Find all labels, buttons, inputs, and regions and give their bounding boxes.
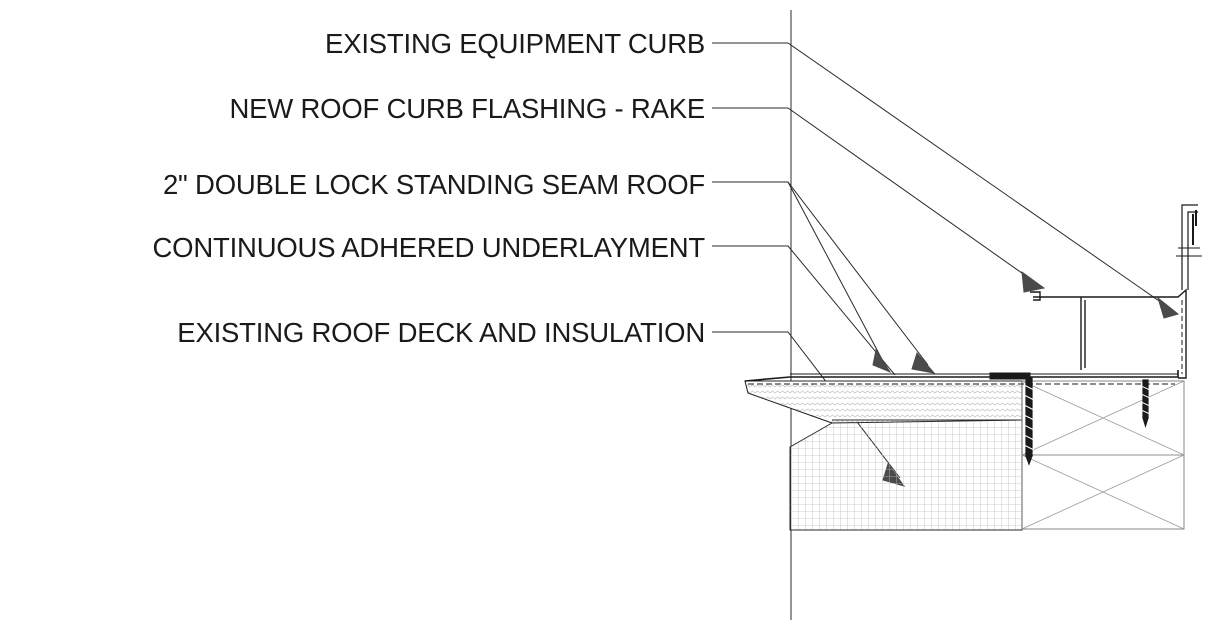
callout-labels: EXISTING EQUIPMENT CURB NEW ROOF CURB FL… (152, 28, 705, 348)
wood-blocking (1021, 380, 1185, 530)
roof-panel-layers (744, 370, 1179, 385)
label-existing-equipment-curb: EXISTING EQUIPMENT CURB (325, 28, 705, 59)
leader-new-roof-curb-flashing-rake (712, 107, 1037, 284)
label-existing-roof-deck-insulation: EXISTING ROOF DECK AND INSULATION (177, 317, 705, 348)
leader-standing-seam-roof (712, 181, 929, 366)
label-new-roof-curb-flashing-rake: NEW ROOF CURB FLASHING - RAKE (230, 93, 706, 124)
fasteners (1023, 377, 1151, 466)
arrow-head-standing-seam-2 (872, 348, 892, 374)
fastener-secondary (1140, 379, 1151, 429)
leader-lines (712, 42, 1176, 479)
fastener-main (1023, 377, 1035, 466)
leader-continuous-adhered-underlayment (712, 245, 896, 376)
curb-flashing-profile (1030, 288, 1187, 379)
label-continuous-adhered-underlayment: CONTINUOUS ADHERED UNDERLAYMENT (152, 232, 705, 263)
arrow-head-curb-flashing (1021, 270, 1046, 293)
leader-standing-seam-roof-2 (787, 181, 886, 366)
leader-existing-equipment-curb (712, 42, 1176, 313)
label-standing-seam-roof: 2" DOUBLE LOCK STANDING SEAM ROOF (163, 169, 705, 200)
arrow-head-equipment-curb (1157, 296, 1180, 319)
arrow-head-standing-seam (911, 351, 936, 374)
equipment-curb-edge (1176, 204, 1202, 290)
roof-deck-insulation (744, 380, 1023, 531)
